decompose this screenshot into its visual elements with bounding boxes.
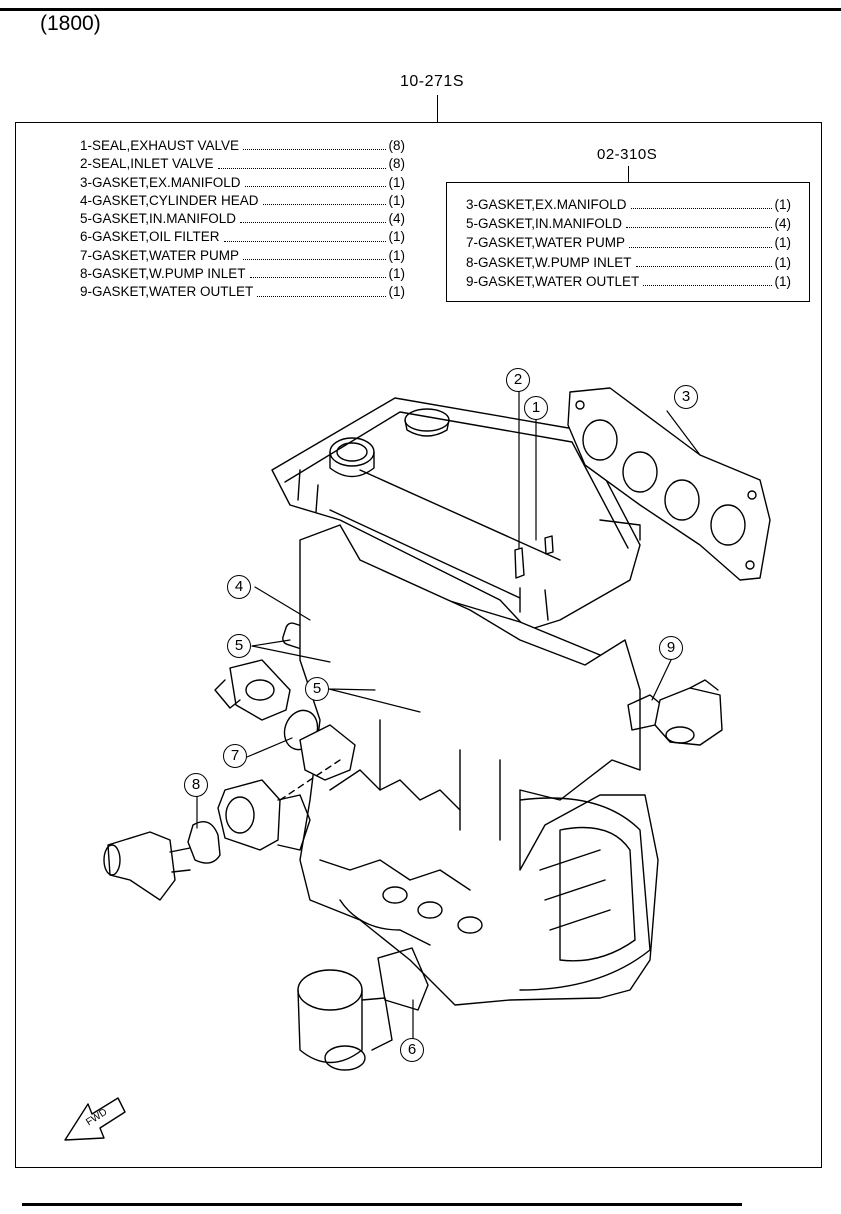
list-item: 8-GASKET,W.PUMP INLET(1) xyxy=(466,254,791,270)
sub-kit-parts-list: 3-GASKET,EX.MANIFOLD(1) 5-GASKET,IN.MANI… xyxy=(466,195,791,291)
right-water-outlet xyxy=(654,679,723,746)
engine-code: (1800) xyxy=(40,12,101,35)
list-item: 3-GASKET,EX.MANIFOLD(1) xyxy=(80,174,405,190)
bottom-rule xyxy=(22,1203,742,1206)
water-inlet-pipe xyxy=(103,831,191,901)
sub-kit-box xyxy=(446,182,810,302)
leader-lines xyxy=(196,391,701,1041)
kit-frame xyxy=(15,122,822,1168)
callout-5b: 5 xyxy=(305,677,329,701)
callout-1: 1 xyxy=(524,396,548,420)
callout-5a: 5 xyxy=(227,634,251,658)
oil-filter-housing xyxy=(297,969,393,1071)
water-pump xyxy=(217,724,356,851)
kit-label-leader xyxy=(437,95,438,123)
callout-9: 9 xyxy=(659,636,683,660)
list-item: 6-GASKET,OIL FILTER(1) xyxy=(80,229,405,245)
water-outlet-housing xyxy=(214,659,291,721)
kit-parts-list: 1-SEAL,EXHAUST VALVE(8) 2-SEAL,INLET VAL… xyxy=(80,137,405,302)
sub-kit-label-leader xyxy=(628,166,629,183)
callout-2: 2 xyxy=(506,368,530,392)
sub-kit-part-number: 02-310S xyxy=(597,146,658,163)
list-item: 2-SEAL,INLET VALVE(8) xyxy=(80,156,405,172)
list-item: 4-GASKET,CYLINDER HEAD(1) xyxy=(80,192,405,208)
kit-part-number: 10-271S xyxy=(400,73,464,90)
water-pump-inlet-gasket xyxy=(187,821,221,864)
list-item: 7-GASKET,WATER PUMP(1) xyxy=(80,247,405,263)
cylinder-head-cover xyxy=(271,397,641,631)
list-item: 3-GASKET,EX.MANIFOLD(1) xyxy=(466,197,791,212)
valve-seals xyxy=(514,535,554,579)
engine-block xyxy=(299,524,659,1006)
list-item: 9-GASKET,WATER OUTLET(1) xyxy=(80,284,405,300)
list-item: 5-GASKET,IN.MANIFOLD(4) xyxy=(466,216,791,232)
list-item: 9-GASKET,WATER OUTLET(1) xyxy=(466,273,791,289)
list-item: 1-SEAL,EXHAUST VALVE(8) xyxy=(80,138,405,153)
list-item: 7-GASKET,WATER PUMP(1) xyxy=(466,235,791,251)
list-item: 5-GASKET,IN.MANIFOLD(4) xyxy=(80,211,405,227)
fwd-arrow-icon xyxy=(64,1097,126,1141)
list-item: 8-GASKET,W.PUMP INLET(1) xyxy=(80,266,405,282)
callout-8: 8 xyxy=(184,773,208,797)
callout-6: 6 xyxy=(400,1038,424,1062)
exhaust-manifold-gasket xyxy=(567,387,771,581)
callout-4: 4 xyxy=(227,575,251,599)
oil-filter-gasket xyxy=(377,947,429,1011)
callout-7: 7 xyxy=(223,744,247,768)
top-rule xyxy=(0,8,841,11)
callout-3: 3 xyxy=(674,385,698,409)
